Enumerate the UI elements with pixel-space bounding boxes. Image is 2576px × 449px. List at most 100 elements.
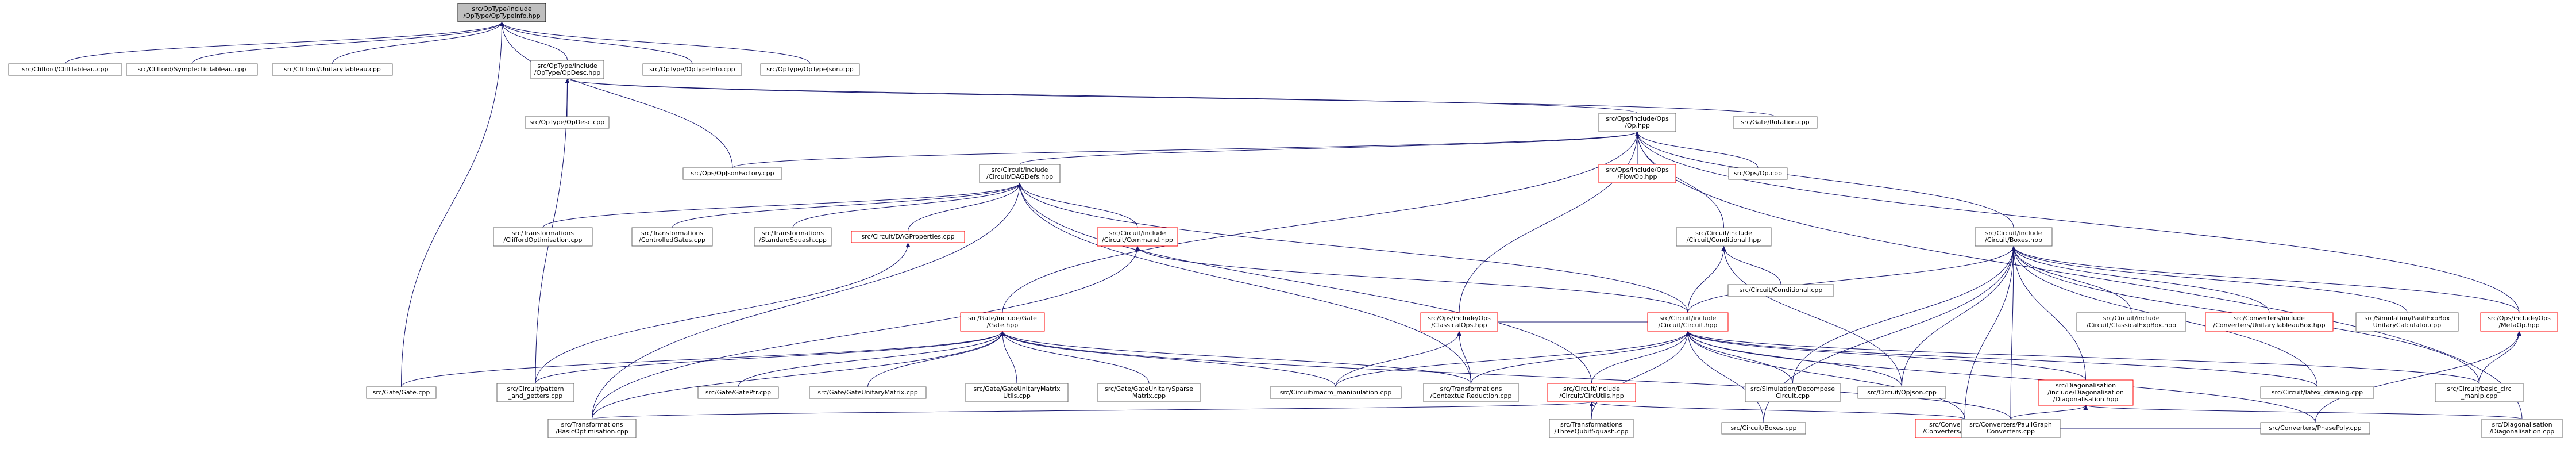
node-cliff[interactable]: src/Clifford/CliffTableau.cpp (8, 63, 122, 76)
node-label: /Circuit/CircUtils.hpp (1559, 392, 1624, 400)
node-label: /StandardSquash.cpp (759, 236, 827, 244)
node-label: src/Gate/Rotation.cpp (1741, 118, 1809, 126)
node-gatehpp[interactable]: src/Gate/include/Gate/Gate.hpp (960, 312, 1045, 332)
node-opcpp[interactable]: src/Ops/Op.cpp (1728, 167, 1788, 180)
node-gateptr[interactable]: src/Gate/GatePtr.cpp (697, 386, 779, 399)
node-box (2076, 312, 2186, 332)
edge-opjsoncpp-to-condhpp (1721, 245, 1902, 387)
edge-classicalexp-to-boxeshpp (2011, 245, 2132, 313)
edge-cliffopt-to-dagdefs (542, 182, 1022, 228)
node-condhpp[interactable]: src/Circuit/include/Circuit/Conditional.… (1676, 227, 1772, 247)
node-label: src/Ops/include/Ops (1606, 166, 1669, 174)
node-label: src/Transformations (1440, 385, 1502, 393)
node-root[interactable]: src/OpType/include/OpType/OpTypeInfo.hpp (457, 3, 546, 22)
node-condcpp[interactable]: src/Circuit/Conditional.cpp (1727, 284, 1834, 297)
node-unitarytabbox[interactable]: src/Converters/include/Converters/Unitar… (2205, 312, 2334, 332)
node-label: _manip.cpp (2461, 392, 2497, 400)
node-box (1270, 386, 1402, 399)
node-box (496, 383, 574, 402)
node-label: src/Circuit/include (992, 166, 1048, 174)
node-patterns[interactable]: src/Circuit/pattern_and_getters.cpp (496, 383, 574, 402)
edge-simdecomp-to-circuithpp (1686, 331, 1793, 384)
node-label: src/OpType/include (537, 62, 597, 70)
node-label: /Op.hpp (1625, 122, 1650, 129)
node-label: /Circuit/DAGDefs.hpp (986, 173, 1053, 181)
node-metaop[interactable]: src/Ops/include/Ops/MetaOp.hpp (2480, 312, 2558, 332)
edge-pauligraph-to-diaghpp (2010, 405, 2088, 420)
node-boxescpp[interactable]: src/Circuit/Boxes.cpp (1721, 422, 1806, 435)
node-label: /Converters/UnitaryTableauBox.hpp (2213, 321, 2325, 329)
node-contextual[interactable]: src/Transformations/ContextualReduction.… (1423, 383, 1519, 402)
node-circuithpp[interactable]: src/Circuit/include/Circuit/Circuit.hpp (1647, 312, 1729, 332)
node-ophpp[interactable]: src/Ops/include/Ops/Op.hpp (1598, 113, 1676, 132)
node-macromanip[interactable]: src/Circuit/macro_manipulation.cpp (1270, 386, 1402, 399)
node-label: src/Gate/include/Gate (968, 314, 1037, 322)
node-optypeinfocpp[interactable]: src/OpType/OpTypeInfo.cpp (642, 63, 742, 76)
node-classicalexp[interactable]: src/Circuit/include/Circuit/ClassicalExp… (2076, 312, 2186, 332)
node-basiccirc[interactable]: src/Circuit/basic_circ_manip.cpp (2435, 383, 2524, 402)
edge-metaop-to-ophpp (1635, 131, 2520, 313)
node-flowop[interactable]: src/Ops/include/Ops/FlowOp.hpp (1598, 164, 1676, 183)
node-label: /OpType/OpDesc.hpp (534, 69, 600, 76)
node-diagcpp[interactable]: src/Diagonalisation/Diagonalisation.cpp (2481, 419, 2563, 438)
node-gatecpp[interactable]: src/Gate/Gate.cpp (366, 386, 437, 399)
edge-phasepolyhpp-to-circutilshpp (1589, 401, 1965, 420)
node-circutilshpp[interactable]: src/Circuit/include/Circuit/CircUtils.hp… (1547, 383, 1636, 402)
node-box (547, 419, 637, 438)
node-classicalops[interactable]: src/Ops/include/Ops/ClassicalOps.hpp (1420, 312, 1498, 332)
node-symp[interactable]: src/Clifford/SymplecticTableau.cpp (126, 63, 258, 76)
node-paulicalc[interactable]: src/Simulation/PauliExpBoxUnitaryCalcula… (2355, 312, 2459, 332)
node-basicopt[interactable]: src/Transformations/BasicOptimisation.cp… (547, 419, 637, 438)
node-opjsonfactory[interactable]: src/Ops/OpJsonFactory.cpp (682, 167, 782, 180)
edge-simdecomp-to-boxeshpp (1792, 245, 2016, 384)
node-commandhpp[interactable]: src/Circuit/include/Circuit/Command.hpp (1097, 227, 1178, 247)
node-optypejson[interactable]: src/OpType/OpTypeJson.cpp (760, 63, 860, 76)
node-label: src/Circuit/pattern (507, 385, 564, 393)
node-box (697, 386, 779, 399)
node-unit[interactable]: src/Clifford/UnitaryTableau.cpp (272, 63, 393, 76)
node-diaghpp[interactable]: src/Diagonalisation/include/Diagonalisat… (2038, 379, 2134, 406)
edge-commandhpp-to-dagdefs (1017, 182, 1138, 228)
node-label: src/Circuit/macro_manipulation.cpp (1280, 389, 1392, 396)
node-box (1676, 227, 1772, 247)
edge-gateunitmat-to-gatehpp (867, 331, 1005, 387)
node-gateunitmat[interactable]: src/Gate/GateUnitaryMatrix.cpp (809, 386, 927, 399)
node-latex[interactable]: src/Circuit/latex_drawing.cpp (2260, 386, 2374, 399)
node-label: /Circuit/ClassicalExpBox.hpp (2087, 321, 2176, 329)
node-phasepolycpp[interactable]: src/Converters/PhasePoly.cpp (2260, 422, 2370, 435)
node-opjsoncpp[interactable]: src/Circuit/OpJson.cpp (1857, 386, 1946, 399)
edge-macromanip-to-gatehpp (1000, 331, 1336, 387)
node-label: /CliffordOptimisation.cpp (504, 236, 583, 244)
node-opdesccpp[interactable]: src/OpType/OpDesc.cpp (525, 116, 610, 129)
node-dagdefs[interactable]: src/Circuit/include/Circuit/DAGDefs.hpp (979, 164, 1061, 183)
node-ctrlgates[interactable]: src/Transformations/ControlledGates.cpp (631, 227, 713, 247)
node-gaterot[interactable]: src/Gate/Rotation.cpp (1733, 116, 1818, 129)
node-label: src/Converters/PauliGraph (1969, 421, 2052, 428)
node-dagprops[interactable]: src/Circuit/DAGProperties.cpp (851, 231, 965, 243)
edge-threequbit-to-circuithpp (1591, 331, 1690, 420)
node-box (1097, 227, 1178, 247)
node-cliffopt[interactable]: src/Transformations/CliffordOptimisation… (493, 227, 593, 247)
node-box (2355, 312, 2459, 332)
node-box (1097, 383, 1201, 402)
node-stdsquash[interactable]: src/Transformations/StandardSquash.cpp (754, 227, 832, 247)
node-label: Converters.cpp (1987, 428, 2035, 435)
node-box (493, 227, 593, 247)
edge-circuithpp-to-condhpp (1687, 245, 1726, 313)
node-label: src/Ops/Op.cpp (1734, 170, 1782, 177)
node-box (1549, 419, 1634, 438)
node-boxeshpp[interactable]: src/Circuit/include/Circuit/Boxes.hpp (1975, 227, 2053, 247)
edge-diaghpp-to-circuithpp (1686, 331, 2086, 381)
node-opdeschpp[interactable]: src/OpType/include/OpType/OpDesc.hpp (530, 60, 604, 79)
node-box (851, 231, 965, 243)
node-threequbit[interactable]: src/Transformations/ThreeQubitSquash.cpp (1549, 419, 1634, 438)
edge-boxeshpp-to-ophpp (1635, 131, 2014, 228)
node-label: src/Ops/OpJsonFactory.cpp (691, 170, 774, 177)
node-box (126, 63, 258, 76)
node-label: /include/Diagonalisation (2047, 389, 2124, 396)
edge-opjsonfactory-to-ophpp (732, 131, 1640, 168)
